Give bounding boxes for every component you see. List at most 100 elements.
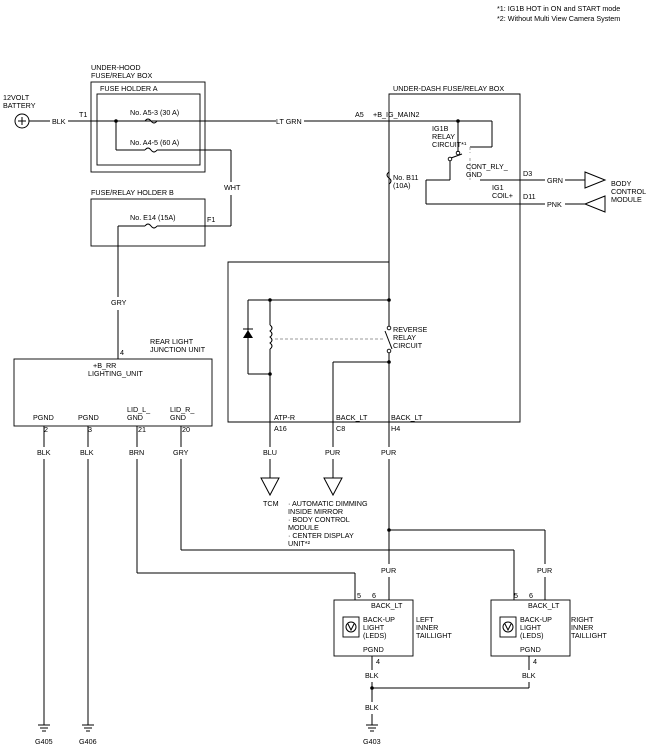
terminal-h4: H4 — [391, 424, 400, 433]
wire-label-pur-2: PUR — [381, 448, 396, 457]
fuse-a5-3-label: No. A5-3 (30 A) — [130, 108, 179, 117]
wire-label-blu: BLU — [263, 448, 277, 457]
diode-symbol — [243, 330, 253, 338]
wire-label-brn: BRN — [129, 448, 144, 457]
reverse-relay-label-3: CIRCUIT — [393, 341, 423, 350]
left-tail-pin-5: 5 — [357, 591, 361, 600]
terminal-a16: A16 — [274, 424, 287, 433]
note-1: *1: IG1B HOT in ON and START mode — [497, 4, 620, 13]
cont-rly-label-2: GND — [466, 170, 482, 179]
ig1b-relay-label-3: CIRCUIT*¹ — [432, 140, 467, 149]
ig1-coil-label-2: COIL+ — [492, 191, 513, 200]
terminal-c8: C8 — [336, 424, 345, 433]
fuse-holder-a — [96, 93, 201, 166]
fuse-a4-5-label: No. A4-5 (60 A) — [130, 138, 179, 147]
rljb-pin-2: 2 — [44, 425, 48, 434]
right-backup-light-lamp-icon — [499, 616, 517, 638]
pur-destination-3: · BODY CONTROL — [288, 515, 350, 524]
reverse-relay-label-2: RELAY — [393, 333, 416, 342]
wire-label-blk-1: BLK — [37, 448, 51, 457]
bcm-label: BODY — [611, 179, 632, 188]
left-tail-label: BACK-UP — [363, 615, 395, 624]
atp-r-label: ATP-R — [274, 413, 295, 422]
underhood-title-2: FUSE/RELAY BOX — [91, 71, 152, 80]
battery-label-2: BATTERY — [3, 101, 36, 110]
wire-label-pnk: PNK — [547, 200, 562, 209]
pur-destination-1: · AUTOMATIC DIMMING — [288, 499, 368, 508]
b-ig-main2-label: +B_IG_MAIN2 — [373, 110, 420, 119]
wire-label-wht: WHT — [224, 183, 241, 192]
left-tail-name: LEFT — [416, 615, 434, 624]
rljb-pin-3: 3 — [88, 425, 92, 434]
terminal-t1: T1 — [79, 110, 87, 119]
holder-b-title: FUSE/RELAY HOLDER B — [91, 188, 174, 197]
terminal-f1: F1 — [207, 215, 215, 224]
left-tail-label-2: LIGHT — [363, 623, 385, 632]
wire-label-pur-3: PUR — [381, 566, 396, 575]
ig1b-relay-label-2: RELAY — [432, 132, 455, 141]
wire-label-gry: GRY — [111, 298, 127, 307]
wire-label-blk-2: BLK — [80, 448, 94, 457]
terminal-a5: A5 — [355, 110, 364, 119]
relay-coil-symbol — [269, 324, 273, 350]
right-tail-name-2: INNER — [571, 623, 593, 632]
tcm-connector-arrow — [260, 477, 280, 497]
rljb-pin-21: 21 — [138, 425, 146, 434]
pur-destination-4: MODULE — [288, 523, 319, 532]
fuse-a4-5-symbol — [144, 147, 158, 153]
fuse-b11-symbol — [386, 171, 392, 185]
right-tail-label: BACK-UP — [520, 615, 552, 624]
terminal-d11: D11 — [523, 192, 536, 201]
wire-label-blk-battery: BLK — [52, 117, 66, 126]
tcm-label: TCM — [263, 499, 279, 508]
ig1-coil-label: IG1 — [492, 183, 504, 192]
right-tail-pgnd: PGND — [520, 645, 541, 654]
underhood-title: UNDER-HOOD — [91, 63, 141, 72]
pgnd-label-2: PGND — [78, 413, 99, 422]
pur-destination-2: INSIDE MIRROR — [288, 507, 343, 516]
fuse-holder-a-label: FUSE HOLDER A — [100, 84, 158, 93]
right-tail-label-3: (LEDS) — [520, 631, 544, 640]
lid-r-gnd-label: LID_R_ — [170, 405, 195, 414]
left-tail-pgnd: PGND — [363, 645, 384, 654]
right-inner-taillight — [490, 599, 571, 657]
left-tail-back-lt: BACK_LT — [371, 601, 403, 610]
left-tail-label-3: (LEDS) — [363, 631, 387, 640]
terminal-d3: D3 — [523, 169, 532, 178]
wire-label-blk-3: BLK — [365, 671, 379, 680]
ground-g405: G405 — [35, 737, 53, 746]
ground-g405-icon — [38, 724, 50, 732]
pgnd-label-1: PGND — [33, 413, 54, 422]
wire-label-pur-4: PUR — [537, 566, 552, 575]
battery-label: 12VOLT — [3, 93, 30, 102]
back-lt-label-c8: BACK_LT — [336, 413, 368, 422]
fuse-a5-3-symbol — [144, 118, 158, 124]
cont-rly-label: CONT_RLY_ — [466, 162, 509, 171]
left-tail-pin-4: 4 — [376, 657, 380, 666]
wire-label-blk-5: BLK — [365, 703, 379, 712]
left-tail-name-3: TAILLIGHT — [416, 631, 452, 640]
underdash-title: UNDER-DASH FUSE/RELAY BOX — [393, 84, 504, 93]
fuse-e14-label: No. E14 (15A) — [130, 213, 176, 222]
underdash-fuse-box — [227, 93, 521, 423]
lid-l-gnd-label: LID_L_ — [127, 405, 151, 414]
right-tail-pin-6: 6 — [529, 591, 533, 600]
back-lt-label-h4: BACK_LT — [391, 413, 423, 422]
rljb-pin-4: 4 — [120, 348, 124, 357]
right-tail-pin-4: 4 — [533, 657, 537, 666]
fuse-b11-label: No. B11 — [393, 173, 418, 182]
wire-label-blk-4: BLK — [522, 671, 536, 680]
battery — [14, 113, 30, 129]
bcm-label-3: MODULE — [611, 195, 642, 204]
rljb-title-2: JUNCTION UNIT — [150, 345, 206, 354]
lid-r-gnd-label-2: GND — [170, 413, 186, 422]
bcm-label-2: CONTROL — [611, 187, 646, 196]
b-rr-label: +B_RR — [93, 361, 116, 370]
bcm-connector-arrow-grn — [584, 171, 607, 189]
ig1b-relay-label: IG1B — [432, 124, 449, 133]
ground-g403: G403 — [363, 737, 381, 746]
reverse-relay-label: REVERSE — [393, 325, 428, 334]
wire-label-gry-2: GRY — [173, 448, 189, 457]
